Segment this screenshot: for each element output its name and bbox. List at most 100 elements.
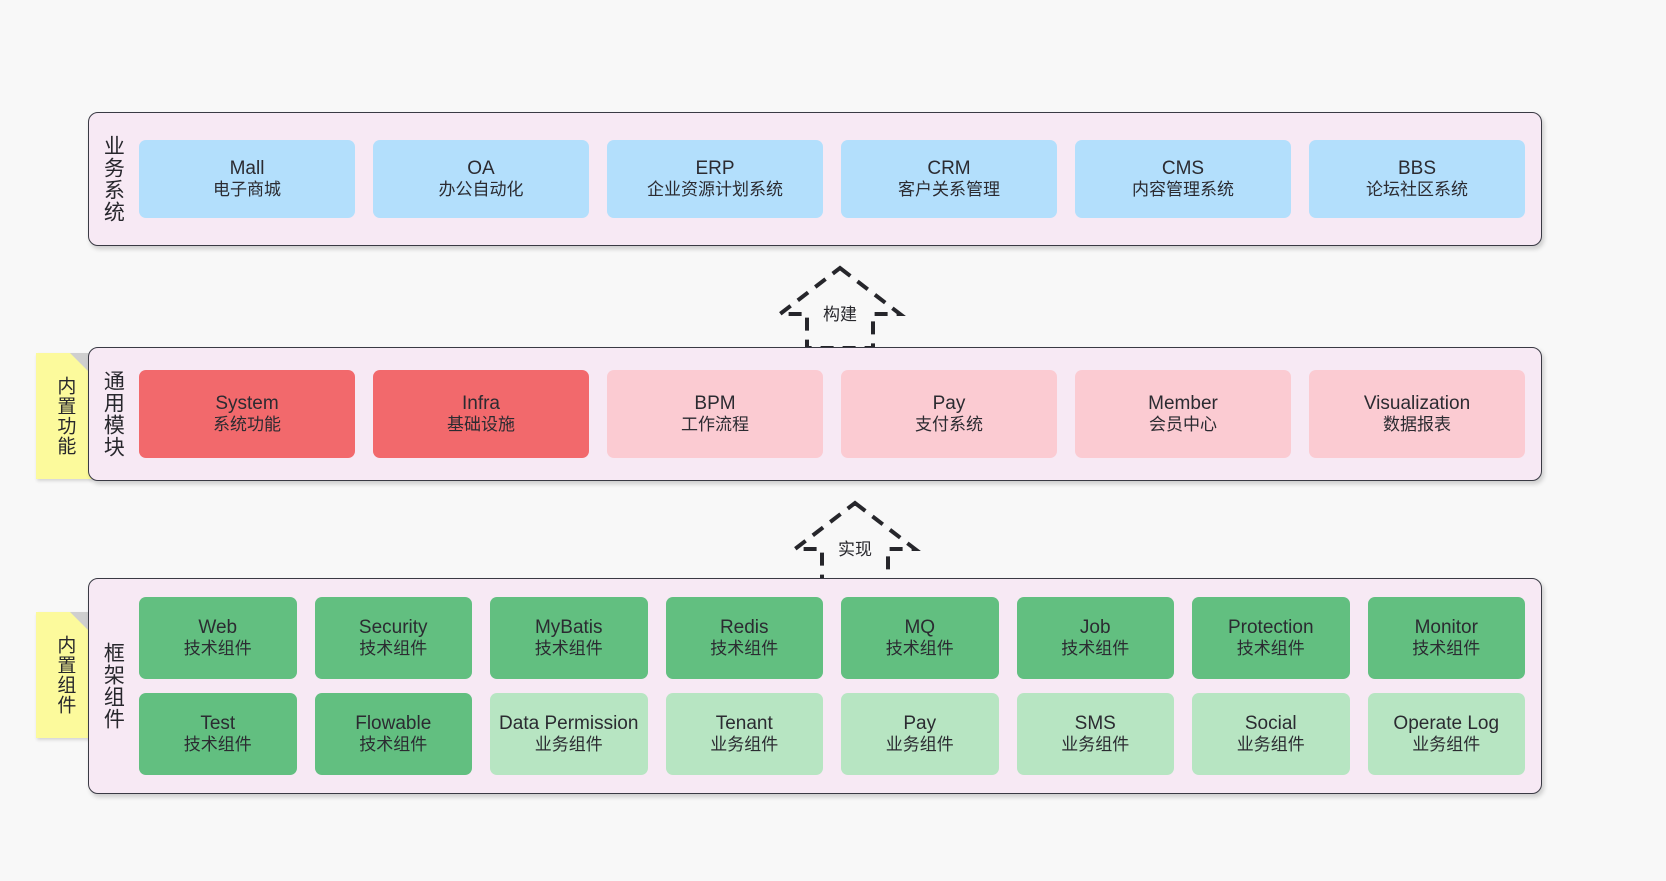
card-en-label: CMS [1161, 157, 1205, 179]
card-cms[interactable]: CMS 内容管理系统 [1075, 140, 1291, 218]
card-en-label: Pay [903, 712, 937, 734]
card-pay-module[interactable]: Pay 支付系统 [841, 370, 1057, 458]
card-monitor[interactable]: Monitor 技术组件 [1367, 597, 1525, 679]
layer-title-framework-component: 框架组件 [101, 642, 125, 730]
card-bbs[interactable]: BBS 论坛社区系统 [1309, 140, 1525, 218]
card-cn-label: 会员中心 [1149, 415, 1217, 435]
framework-row-tech: Web 技术组件 Security 技术组件 MyBatis 技术组件 Redi… [139, 597, 1525, 679]
card-cn-label: 业务组件 [1236, 735, 1305, 755]
card-en-label: MyBatis [534, 616, 603, 638]
card-en-label: Visualization [1363, 392, 1471, 414]
card-en-label: Flowable [355, 712, 432, 734]
card-cn-label: 企业资源计划系统 [647, 180, 783, 200]
card-cn-label: 业务组件 [885, 735, 954, 755]
card-en-label: Job [1079, 616, 1111, 638]
layer-title-common-module: 通用模块 [101, 370, 125, 458]
card-en-label: Security [358, 616, 428, 638]
connector-implement: 实现 [770, 497, 940, 587]
card-cn-label: 客户关系管理 [898, 180, 1000, 200]
card-cn-label: 技术组件 [1061, 639, 1130, 659]
card-cn-label: 技术组件 [183, 735, 252, 755]
sticky-fold-corner [70, 612, 92, 634]
card-cn-label: 技术组件 [1412, 639, 1481, 659]
card-pay-component[interactable]: Pay 业务组件 [841, 693, 999, 775]
layer-common-module[interactable]: 通用模块 System 系统功能 Infra 基础设施 BPM 工作流程 Pay… [88, 347, 1542, 481]
card-crm[interactable]: CRM 客户关系管理 [841, 140, 1057, 218]
card-cn-label: 电子商城 [213, 180, 281, 200]
card-en-label: SMS [1074, 712, 1116, 734]
card-en-label: ERP [695, 157, 735, 179]
card-cn-label: 技术组件 [183, 639, 252, 659]
card-visualization[interactable]: Visualization 数据报表 [1309, 370, 1525, 458]
card-oa[interactable]: OA 办公自动化 [373, 140, 589, 218]
card-en-label: Protection [1227, 616, 1314, 638]
card-en-label: Social [1244, 712, 1297, 734]
card-en-label: MQ [904, 616, 936, 638]
card-erp[interactable]: ERP 企业资源计划系统 [607, 140, 823, 218]
card-mall[interactable]: Mall 电子商城 [139, 140, 355, 218]
card-cn-label: 数据报表 [1383, 415, 1451, 435]
card-flowable[interactable]: Flowable 技术组件 [314, 693, 472, 775]
card-en-label: System [215, 392, 279, 414]
card-en-label: Member [1148, 392, 1218, 414]
card-en-label: Pay [932, 392, 966, 414]
card-social[interactable]: Social 业务组件 [1192, 693, 1350, 775]
card-en-label: CRM [927, 157, 971, 179]
sticky-note-label: 内置组件 [54, 635, 76, 715]
card-cn-label: 业务组件 [534, 735, 603, 755]
card-test[interactable]: Test 技术组件 [139, 693, 297, 775]
card-en-label: Data Permission [499, 712, 639, 734]
card-cn-label: 业务组件 [1412, 735, 1481, 755]
card-sms[interactable]: SMS 业务组件 [1016, 693, 1174, 775]
card-cn-label: 技术组件 [359, 735, 428, 755]
card-infra[interactable]: Infra 基础设施 [373, 370, 589, 458]
connector-build: 构建 [755, 262, 925, 352]
card-cn-label: 技术组件 [359, 639, 428, 659]
layer-business-system[interactable]: 业务系统 Mall 电子商城 OA 办公自动化 ERP 企业资源计划系统 CRM… [88, 112, 1542, 246]
card-cn-label: 技术组件 [1236, 639, 1305, 659]
card-cn-label: 内容管理系统 [1132, 180, 1234, 200]
card-cn-label: 基础设施 [447, 415, 515, 435]
connector-build-label: 构建 [821, 300, 859, 325]
card-security[interactable]: Security 技术组件 [314, 597, 472, 679]
card-operate-log[interactable]: Operate Log 业务组件 [1367, 693, 1525, 775]
sticky-note-builtin-component: 内置组件 [36, 612, 92, 738]
card-cn-label: 工作流程 [681, 415, 749, 435]
card-mq[interactable]: MQ 技术组件 [841, 597, 999, 679]
card-web[interactable]: Web 技术组件 [139, 597, 297, 679]
card-system[interactable]: System 系统功能 [139, 370, 355, 458]
card-en-label: Mall [229, 157, 265, 179]
card-bpm[interactable]: BPM 工作流程 [607, 370, 823, 458]
card-job[interactable]: Job 技术组件 [1016, 597, 1174, 679]
card-en-label: Web [198, 616, 238, 638]
card-cn-label: 技术组件 [710, 639, 779, 659]
card-cn-label: 系统功能 [213, 415, 281, 435]
card-cn-label: 技术组件 [534, 639, 603, 659]
card-cn-label: 支付系统 [915, 415, 983, 435]
card-redis[interactable]: Redis 技术组件 [665, 597, 823, 679]
card-cn-label: 办公自动化 [438, 180, 524, 200]
card-en-label: BBS [1397, 157, 1437, 179]
card-cn-label: 业务组件 [1061, 735, 1130, 755]
card-mybatis[interactable]: MyBatis 技术组件 [490, 597, 648, 679]
card-en-label: OA [467, 157, 495, 179]
card-data-permission[interactable]: Data Permission 业务组件 [490, 693, 648, 775]
card-protection[interactable]: Protection 技术组件 [1192, 597, 1350, 679]
card-cn-label: 技术组件 [885, 639, 954, 659]
card-cn-label: 业务组件 [710, 735, 779, 755]
framework-row-business: Test 技术组件 Flowable 技术组件 Data Permission … [139, 693, 1525, 775]
card-en-label: Infra [461, 392, 501, 414]
card-en-label: Test [200, 712, 236, 734]
layer-framework-component[interactable]: 框架组件 Web 技术组件 Security 技术组件 MyBatis 技术组件… [88, 578, 1542, 794]
card-member[interactable]: Member 会员中心 [1075, 370, 1291, 458]
card-tenant[interactable]: Tenant 业务组件 [665, 693, 823, 775]
card-en-label: Redis [719, 616, 769, 638]
card-en-label: Operate Log [1393, 712, 1500, 734]
sticky-note-builtin-function: 内置功能 [36, 353, 92, 479]
sticky-note-label: 内置功能 [54, 376, 76, 456]
card-en-label: Monitor [1414, 616, 1478, 638]
card-en-label: Tenant [715, 712, 773, 734]
layer-title-business-system: 业务系统 [101, 135, 125, 223]
connector-implement-label: 实现 [836, 535, 874, 560]
